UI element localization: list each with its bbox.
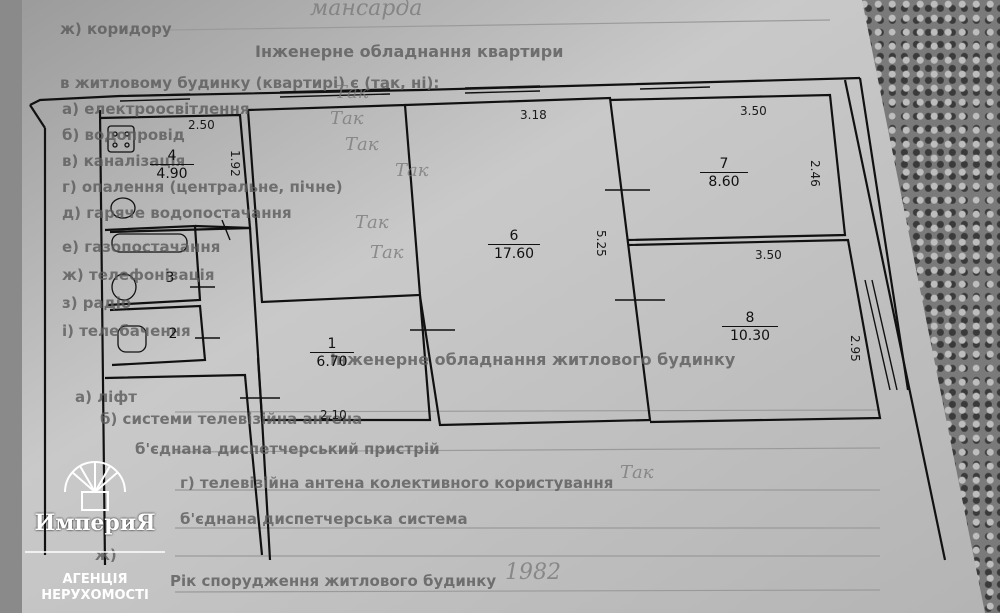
printed-line-c: в) каналізація: [62, 152, 186, 170]
printed-line-zh: ж): [95, 546, 117, 564]
room-4-label: 4 4.90: [150, 148, 194, 182]
logo-subtitle-2: НЕРУХОМОСТІ: [41, 588, 149, 603]
handwritten-yes-bottom: Так: [620, 462, 654, 483]
logo-emblem-icon: [64, 461, 126, 511]
dim-318: 3.18: [520, 108, 547, 122]
printed-line-joined: б'єднана диспетчерський пристрій: [135, 440, 440, 458]
dim-525: 5.25: [594, 230, 608, 257]
printed-line-i: і) телебачення: [62, 322, 191, 340]
printed-line-collective: г) телевізійна антена колективного корис…: [180, 474, 614, 492]
room-8-number: 8: [745, 310, 755, 326]
dim-250: 2.50: [188, 118, 215, 132]
dim-246: 2.46: [808, 160, 822, 187]
room-4-area: 4.90: [150, 164, 194, 182]
room-6-area: 17.60: [488, 244, 540, 262]
printed-line-b: б) водопровід: [62, 126, 185, 144]
room-2-label: 2: [163, 326, 183, 342]
logo-subtitle-1: АГЕНЦІЯ: [62, 572, 128, 587]
room-7-area: 8.60: [700, 172, 748, 190]
handwritten-yes-6: Так: [370, 242, 404, 263]
logo-divider: [25, 551, 165, 553]
handwritten-yes-4: Так: [395, 160, 429, 181]
printed-line-year: Рік спорудження житлового будинку: [170, 572, 497, 590]
dim-350a: 3.50: [740, 104, 767, 118]
handwritten-yes-1: Так: [335, 82, 369, 103]
room-2-number: 2: [168, 326, 178, 342]
room-6-label: 6 17.60: [488, 228, 540, 262]
room-7-label: 7 8.60: [700, 156, 748, 190]
printed-line-a: а) електроосвітлення: [62, 100, 250, 118]
printed-heading-equipment: Інженерне обладнання квартири: [255, 42, 564, 61]
printed-line-f: е) газопостачання: [62, 238, 221, 256]
printed-line-h: з) радіо: [62, 294, 132, 312]
handwritten-yes-5: Так: [355, 212, 389, 233]
handwritten-yes-3: Так: [345, 134, 379, 155]
dim-350b: 3.50: [755, 248, 782, 262]
room-8-label: 8 10.30: [722, 310, 778, 344]
dim-295: 2.95: [848, 335, 862, 362]
room-1-number: 1: [327, 336, 337, 352]
room-6-number: 6: [509, 228, 519, 244]
room-1-area: 6.70: [310, 352, 354, 370]
printed-line-tv: б) системи телевізійна антена: [100, 410, 363, 428]
handwritten-entry-top: мансарда: [310, 0, 423, 21]
printed-line-d: г) опалення (центральне, пічне): [62, 178, 343, 196]
room-8-area: 10.30: [722, 326, 778, 344]
logo-brand-text: ИмпериЯ: [34, 510, 156, 536]
dim-210: 2.10: [320, 408, 347, 422]
printed-line-corridor: ж) коридору: [60, 20, 172, 38]
agency-logo: ИмпериЯ АГЕНЦІЯ НЕРУХОМОСТІ: [20, 432, 170, 607]
room-7-number: 7: [719, 156, 729, 172]
printed-heading-building: Інженерне обладнання житлового будинку: [330, 350, 736, 369]
room-4-number: 4: [167, 148, 177, 164]
printed-line-g: ж) телефонізація: [62, 266, 215, 284]
room-1-label: 1 6.70: [310, 336, 354, 370]
printed-line-lift: а) ліфт: [75, 388, 137, 406]
handwritten-year: 1982: [505, 560, 561, 585]
room-3-label: 3: [160, 270, 180, 286]
printed-line-dispatch: б'єднана диспетчерська система: [180, 510, 468, 528]
printed-line-e: д) гаряче водопостачання: [62, 204, 292, 222]
dim-192: 1.92: [228, 150, 242, 177]
handwritten-yes-2: Так: [330, 108, 364, 129]
printed-line-living: в житловому будинку (квартирі) є (так, н…: [60, 74, 440, 92]
room-3-number: 3: [165, 270, 175, 286]
